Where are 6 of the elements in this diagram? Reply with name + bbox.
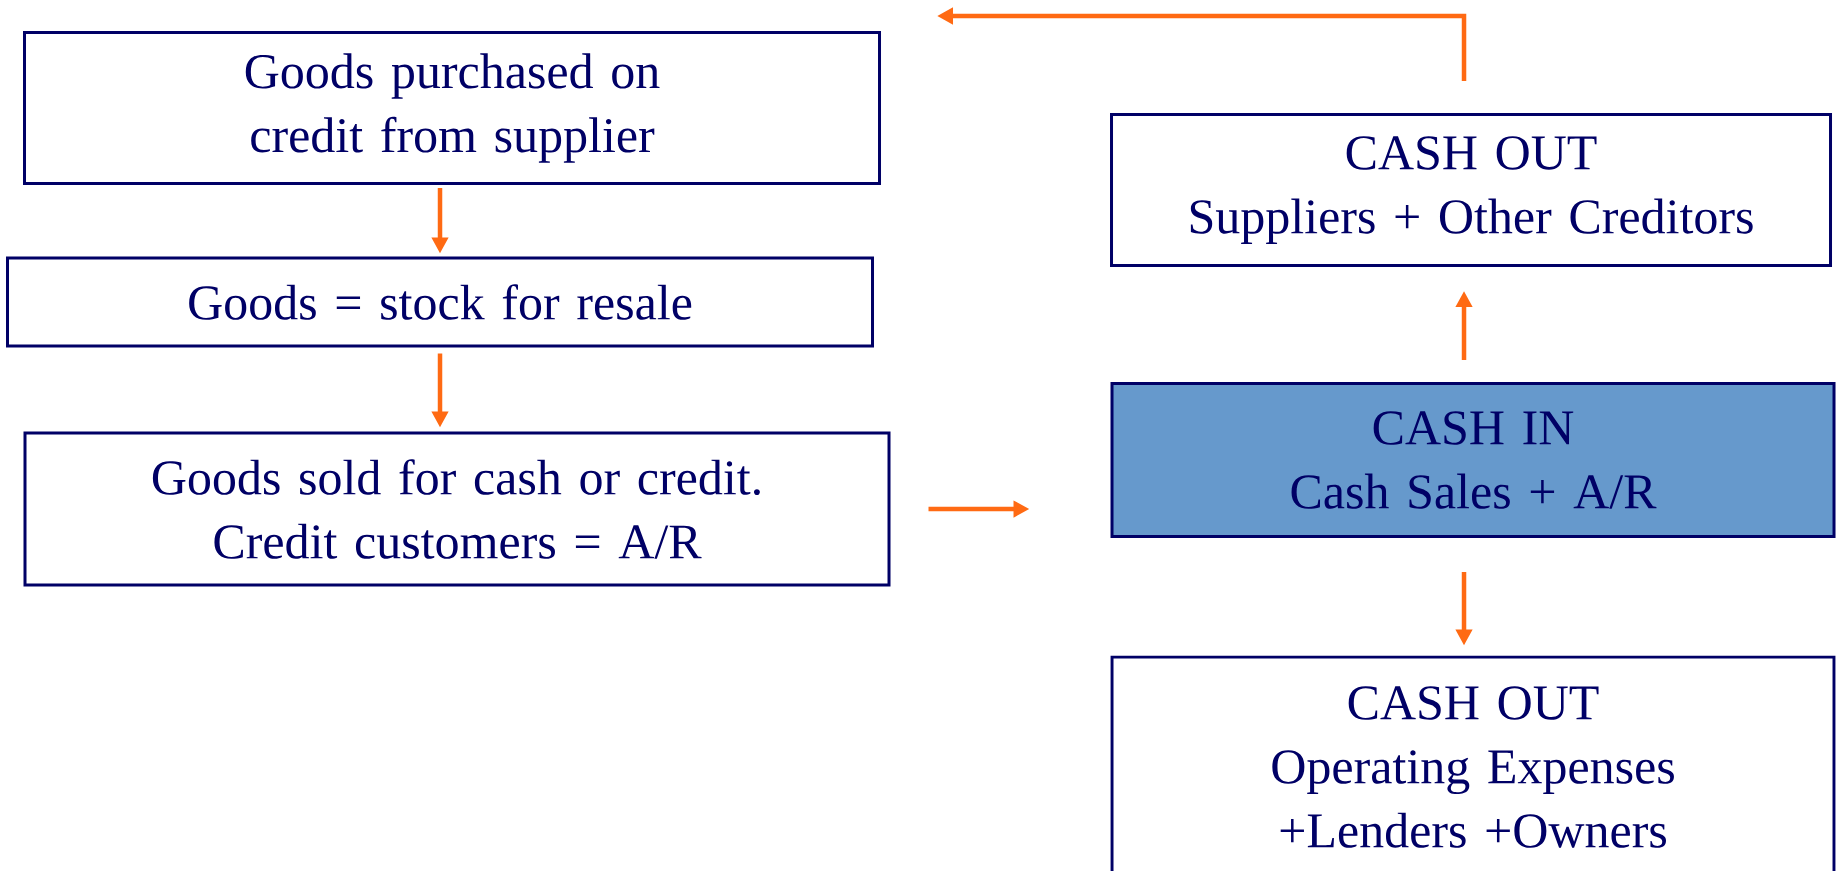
process-box: CASH IN Cash Sales + A/R [1110,382,1836,538]
process-box: CASH OUT Suppliers + Other Creditors [1110,113,1832,267]
process-box: CASH OUT Operating Expenses +Lenders +Owners [1110,655,1836,871]
process-box: Goods = stock for resale [6,256,874,348]
process-box: Goods purchased on credit from supplier [23,31,881,185]
process-box: Goods sold for cash or credit. Credit customers = A/R [23,431,891,587]
